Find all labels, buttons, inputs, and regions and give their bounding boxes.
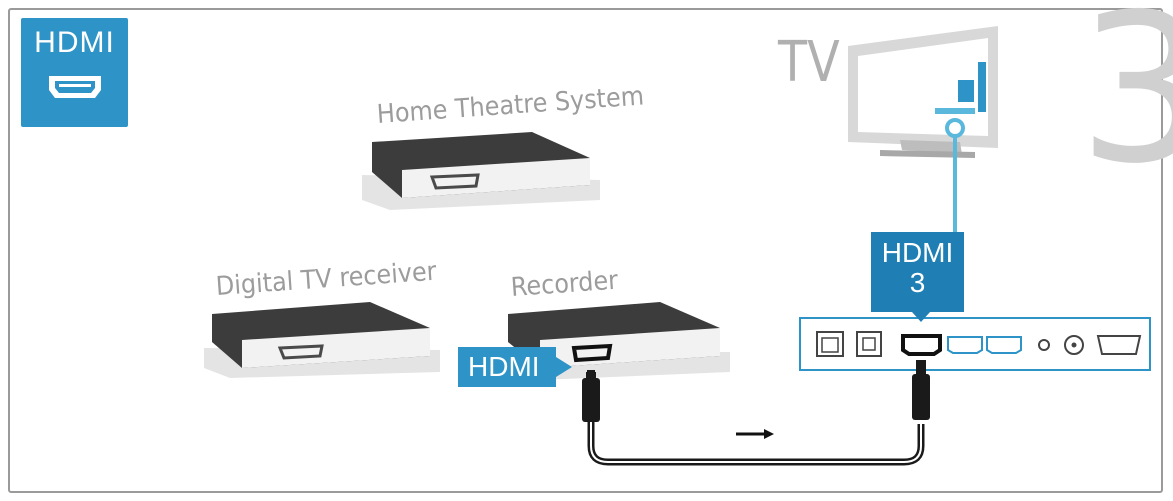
hdmi-cable xyxy=(582,360,930,466)
audio-jack-icon xyxy=(1038,339,1050,351)
home-theatre-device xyxy=(362,132,600,210)
arrow-right-icon xyxy=(736,429,774,439)
hdmi-port-icon xyxy=(986,336,1022,354)
tv-label: TV xyxy=(778,30,840,95)
tv-hdmi3-tag: HDMI 3 xyxy=(871,232,964,312)
hdmi-plug-icon xyxy=(582,378,600,422)
hdmi-port-icon xyxy=(571,343,613,363)
antenna-port-icon xyxy=(1064,335,1084,355)
digital-tv-receiver-device xyxy=(204,302,440,378)
usb-port-icon xyxy=(856,331,882,357)
step-number: 3 xyxy=(1078,0,1173,209)
tv-hdmi3-tag-line1: HDMI xyxy=(881,237,954,268)
hdmi-port-icon xyxy=(947,336,983,354)
hdmi-port-icon xyxy=(429,173,480,190)
hdmi-port-icon xyxy=(277,344,324,360)
tv-hdmi3-tag-line2: 3 xyxy=(909,267,926,298)
hdmi3-port-icon xyxy=(901,334,942,356)
hdmi-port-icon xyxy=(49,76,101,98)
recorder-hdmi-tag: HDMI xyxy=(458,347,556,387)
hdmi-badge: HDMI xyxy=(21,18,128,127)
hdmi-badge-label: HDMI xyxy=(34,26,115,59)
tv-connector-line xyxy=(945,118,965,235)
tv-connector-panel xyxy=(799,317,1151,371)
scart-port-icon xyxy=(1096,335,1142,355)
ethernet-port-icon xyxy=(816,331,844,357)
hdmi-plug-icon xyxy=(912,374,930,420)
tv-monitor-icon xyxy=(848,26,998,158)
